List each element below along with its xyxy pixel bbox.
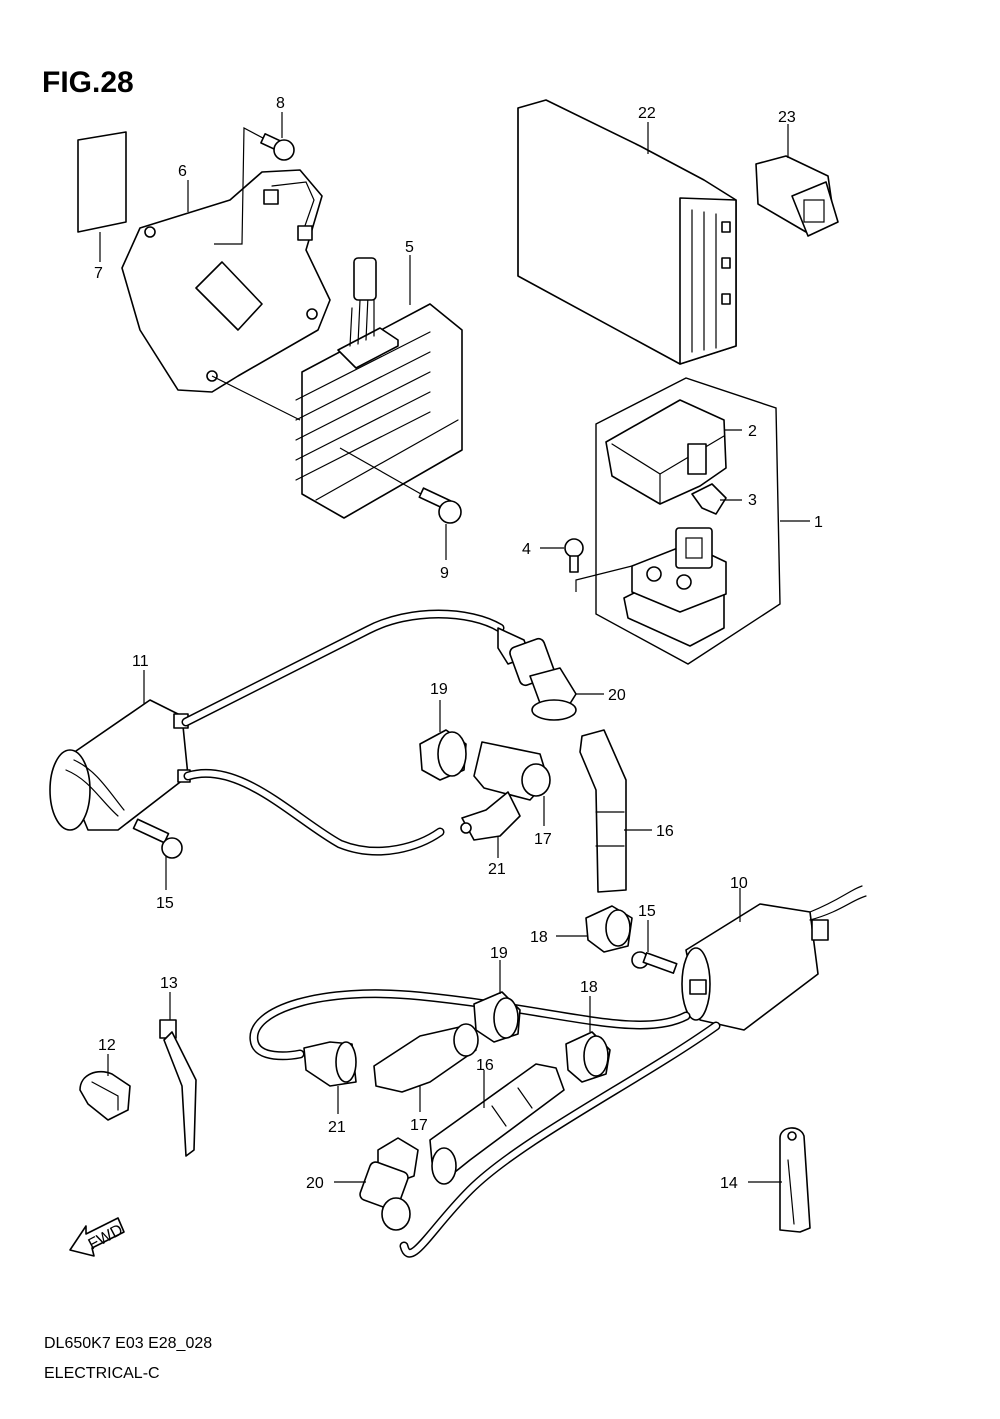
part-9-bolt bbox=[418, 487, 462, 524]
callout-11: 11 bbox=[132, 653, 149, 670]
part-18-seal-upper bbox=[585, 905, 633, 953]
callout-15a: 15 bbox=[156, 895, 174, 912]
callout-22: 22 bbox=[638, 105, 656, 122]
callout-21a: 21 bbox=[488, 861, 506, 878]
callout-1: 1 bbox=[814, 514, 823, 531]
section-name: ELECTRICAL-C bbox=[44, 1365, 160, 1382]
callout-18b: 18 bbox=[580, 979, 598, 996]
callout-14: 14 bbox=[720, 1175, 738, 1192]
callout-9: 9 bbox=[440, 565, 449, 582]
part-3-fuse bbox=[691, 483, 727, 515]
part-12-clamp bbox=[79, 1070, 131, 1121]
part-5-regulator-rectifier bbox=[295, 257, 463, 519]
fwd-arrow-icon: FWD bbox=[69, 1217, 126, 1257]
part-16-plug-cap-lower bbox=[429, 1063, 565, 1185]
model-code: DL650K7 E03 E28_028 bbox=[44, 1335, 212, 1352]
part-7-label-plate bbox=[77, 131, 127, 233]
callout-10: 10 bbox=[730, 875, 748, 892]
callout-7: 7 bbox=[94, 265, 103, 282]
callout-19a: 19 bbox=[430, 681, 448, 698]
part-8-screw bbox=[260, 133, 295, 161]
callout-12: 12 bbox=[98, 1037, 116, 1054]
callout-5: 5 bbox=[405, 239, 414, 256]
callout-18a: 18 bbox=[530, 929, 548, 946]
part-6-bracket bbox=[121, 169, 331, 393]
part-15-bolt-lower bbox=[631, 951, 678, 974]
part-18-seal-lower bbox=[565, 1031, 611, 1083]
callout-16b: 16 bbox=[476, 1057, 494, 1074]
callout-21b: 21 bbox=[328, 1119, 346, 1136]
part-4-screw bbox=[564, 538, 584, 573]
part-17-plug-cap-lower bbox=[373, 1023, 479, 1093]
part-21-seal-upper bbox=[460, 791, 521, 841]
part-15-bolt-upper bbox=[132, 818, 183, 859]
upper-high-tension-leads bbox=[181, 609, 505, 856]
callout-19b: 19 bbox=[490, 945, 508, 962]
part-13-cable-tie bbox=[159, 1019, 197, 1157]
callout-16a: 16 bbox=[656, 823, 674, 840]
part-23-connector bbox=[755, 155, 839, 237]
starter-relay-body bbox=[623, 527, 727, 647]
part-19-seal-upper bbox=[419, 729, 467, 781]
callout-15b: 15 bbox=[638, 903, 656, 920]
part-1-starter-relay-assembly bbox=[595, 377, 781, 665]
figure-title: FIG.28 bbox=[42, 66, 134, 99]
part-20-plug-cap-upper bbox=[497, 627, 577, 721]
callout-4: 4 bbox=[522, 541, 531, 558]
lower-high-tension-leads bbox=[249, 989, 721, 1258]
callout-8: 8 bbox=[276, 95, 285, 112]
callout-20b: 20 bbox=[306, 1175, 324, 1192]
callout-17b: 17 bbox=[410, 1117, 428, 1134]
callout-17a: 17 bbox=[534, 831, 552, 848]
part-21-seal-lower bbox=[303, 1041, 357, 1087]
callout-3: 3 bbox=[748, 492, 757, 509]
callout-20a: 20 bbox=[608, 687, 626, 704]
callout-23: 23 bbox=[778, 109, 796, 126]
part-22-ecm bbox=[517, 99, 737, 365]
callout-2: 2 bbox=[748, 423, 757, 440]
part-17-plug-cap-upper bbox=[473, 741, 551, 801]
callout-6: 6 bbox=[178, 163, 187, 180]
part-11-ignition-coil bbox=[49, 699, 191, 831]
part-14-strap bbox=[779, 1127, 811, 1233]
callout-13: 13 bbox=[160, 975, 178, 992]
part-16-plug-cap-upper bbox=[579, 729, 627, 893]
part-2-relay-cover bbox=[605, 399, 727, 505]
part-20-plug-cap-lower bbox=[359, 1137, 419, 1231]
part-10-ignition-coil bbox=[681, 885, 867, 1031]
